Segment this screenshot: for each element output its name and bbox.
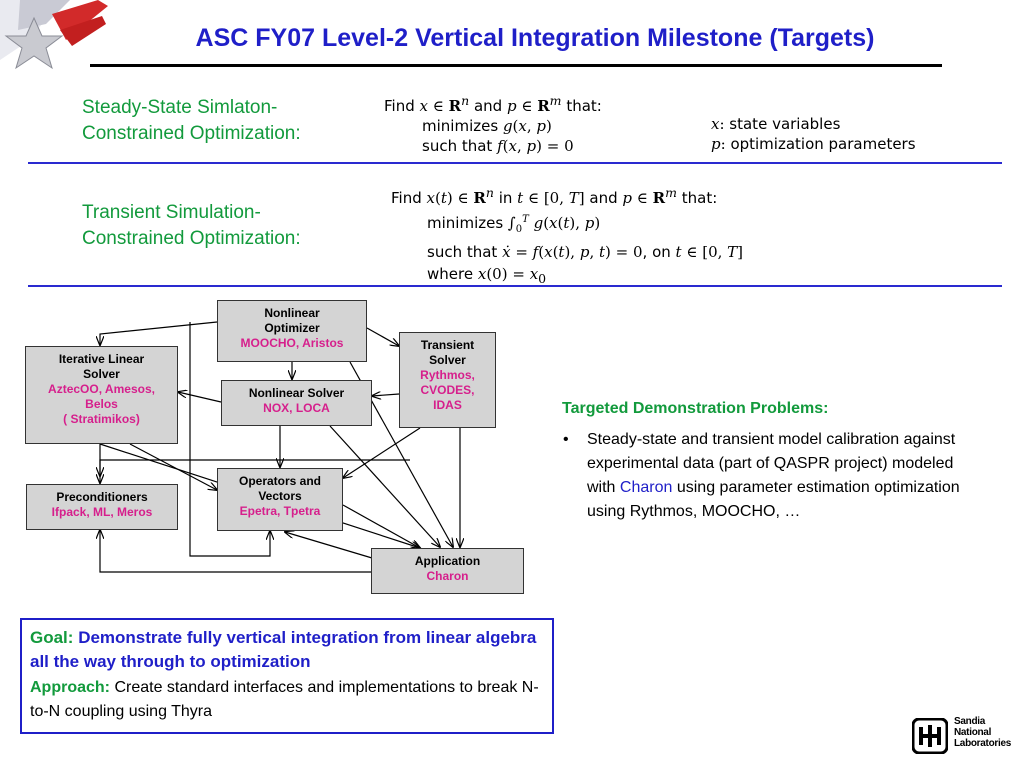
x-description: state variables bbox=[729, 115, 841, 133]
steady-label-line1: Steady-State Simlaton- bbox=[82, 97, 278, 118]
steady-such-that-word: such that bbox=[422, 137, 493, 155]
node-impl: AztecOO, Amesos, bbox=[48, 382, 155, 396]
node-label: Transient bbox=[420, 338, 475, 352]
bullet-marker: • bbox=[563, 431, 569, 448]
transient-that-word: that: bbox=[681, 189, 718, 207]
transient-such-that-word: such that bbox=[427, 243, 498, 261]
node-impl: Belos bbox=[85, 397, 118, 411]
node-application: Application Charon bbox=[371, 548, 524, 594]
p-description: optimization parameters bbox=[730, 135, 916, 153]
bullet-text: Steady-state and transient model calibra… bbox=[587, 428, 983, 524]
node-nonlinear-solver: Nonlinear Solver NOX, LOCA bbox=[221, 380, 372, 426]
goal-label: Goal: bbox=[30, 628, 74, 647]
arrow-optimizer-to-transient bbox=[366, 327, 399, 346]
section-divider-1 bbox=[28, 162, 1002, 164]
arrow-transient-to-operators bbox=[343, 427, 421, 478]
arrow-nonlinear-to-application bbox=[329, 425, 440, 547]
transient-on-word: , on bbox=[642, 243, 671, 261]
node-label: Solver bbox=[83, 367, 120, 381]
node-label: Operators and bbox=[238, 474, 322, 488]
sandia-thunderbird-icon bbox=[912, 718, 948, 754]
node-label: Preconditioners bbox=[56, 490, 148, 504]
node-impl: Epetra, Tpetra bbox=[239, 504, 321, 518]
node-operators-vectors: Operators and Vectors Epetra, Tpetra bbox=[217, 468, 343, 531]
transient-where-word: where bbox=[427, 265, 474, 283]
approach-statement: Approach: Create standard interfaces and… bbox=[30, 676, 544, 724]
bullet-text-part2: using parameter estimation optimization … bbox=[587, 479, 960, 520]
arrow-application-to-operators bbox=[285, 532, 373, 559]
arrow-optimizer-to-linear bbox=[100, 321, 218, 345]
steady-variable-legend: x: state variables p: optimization param… bbox=[711, 115, 916, 153]
steady-formulation: Find x ∈ Rn and p ∈ Rm that: minimizes g… bbox=[384, 93, 602, 155]
node-iterative-linear-solver: Iterative Linear Solver AztecOO, Amesos,… bbox=[25, 346, 178, 444]
node-impl: Rythmos, bbox=[420, 368, 475, 382]
node-impl: NOX, LOCA bbox=[263, 401, 330, 415]
transient-find-word: Find bbox=[391, 189, 422, 207]
node-impl: Charon bbox=[426, 569, 469, 583]
transient-label-line2: Constrained Optimization: bbox=[82, 228, 301, 249]
arrow-optimizer-to-operators bbox=[189, 322, 270, 557]
logo-text-line1: Sandia bbox=[954, 716, 985, 727]
transient-label-line1: Transient Simulation- bbox=[82, 202, 261, 223]
node-impl: IDAS bbox=[433, 398, 462, 412]
section-divider-2 bbox=[28, 285, 1002, 287]
transient-formulation: Find x(t) ∈ Rn in t ∈ [0, T] and p ∈ Rm … bbox=[391, 185, 744, 286]
approach-label: Approach: bbox=[30, 679, 110, 696]
node-label: Optimizer bbox=[264, 321, 320, 335]
node-label: Vectors bbox=[258, 489, 302, 503]
node-preconditioners: Preconditioners Ifpack, ML, Meros bbox=[26, 484, 178, 530]
node-label: Solver bbox=[429, 353, 466, 367]
steady-state-label: Steady-State Simlaton- Constrained Optim… bbox=[82, 95, 372, 147]
arrow-transient-to-preconditioners bbox=[100, 459, 410, 476]
steady-find-word: Find bbox=[384, 97, 415, 115]
targeted-problems-bullet: • Steady-state and transient model calib… bbox=[563, 428, 983, 524]
steady-that-word: that: bbox=[566, 97, 602, 115]
targeted-problems-heading: Targeted Demonstration Problems: bbox=[562, 400, 829, 417]
sandia-logo: Sandia National Laboratories bbox=[912, 716, 1012, 760]
node-impl: MOOCHO, Aristos bbox=[240, 336, 344, 350]
node-label: Nonlinear Solver bbox=[248, 386, 345, 400]
transient-and-word: and bbox=[589, 189, 618, 207]
charon-link-text: Charon bbox=[619, 479, 673, 496]
logo-text-line2: National bbox=[954, 727, 992, 738]
steady-minimizes-word: minimizes bbox=[422, 117, 499, 135]
node-label: Nonlinear bbox=[264, 306, 320, 320]
node-impl: CVODES, bbox=[420, 383, 475, 397]
transient-label: Transient Simulation- Constrained Optimi… bbox=[82, 200, 372, 252]
goal-statement: Goal: Demonstrate fully vertical integra… bbox=[30, 626, 544, 674]
transient-minimizes-word: minimizes bbox=[427, 214, 504, 232]
approach-text: Create standard interfaces and implement… bbox=[30, 679, 539, 720]
node-label: Iterative Linear bbox=[58, 352, 145, 366]
node-label: Application bbox=[414, 554, 481, 568]
node-nonlinear-optimizer: Nonlinear Optimizer MOOCHO, Aristos bbox=[217, 300, 367, 362]
goal-text: Demonstrate fully vertical integration f… bbox=[30, 628, 537, 671]
goal-approach-box: Goal: Demonstrate fully vertical integra… bbox=[20, 618, 554, 734]
arrow-operators-to-application bbox=[342, 504, 420, 548]
arrow-linear-to-operators bbox=[129, 443, 217, 490]
star-flag-decoration bbox=[0, 0, 108, 70]
arrow-application-to-preconditioners bbox=[100, 530, 372, 573]
node-impl: ( Stratimikos) bbox=[63, 412, 140, 426]
page-title: ASC FY07 Level-2 Vertical Integration Mi… bbox=[195, 24, 875, 52]
node-transient-solver: Transient Solver Rythmos, CVODES, IDAS bbox=[399, 332, 496, 428]
transient-in-word: in bbox=[498, 189, 513, 207]
title-divider bbox=[90, 64, 942, 67]
bullet-text-part1: Steady-state and transient model calibra… bbox=[587, 431, 956, 496]
arrow-nonlinear-to-linear bbox=[178, 392, 222, 403]
steady-and-word: and bbox=[473, 97, 503, 115]
logo-text-line3: Laboratories bbox=[954, 738, 1011, 749]
arrow-transient-to-nonlinear bbox=[372, 394, 400, 396]
node-impl: Ifpack, ML, Meros bbox=[51, 505, 153, 519]
steady-label-line2: Constrained Optimization: bbox=[82, 123, 301, 144]
